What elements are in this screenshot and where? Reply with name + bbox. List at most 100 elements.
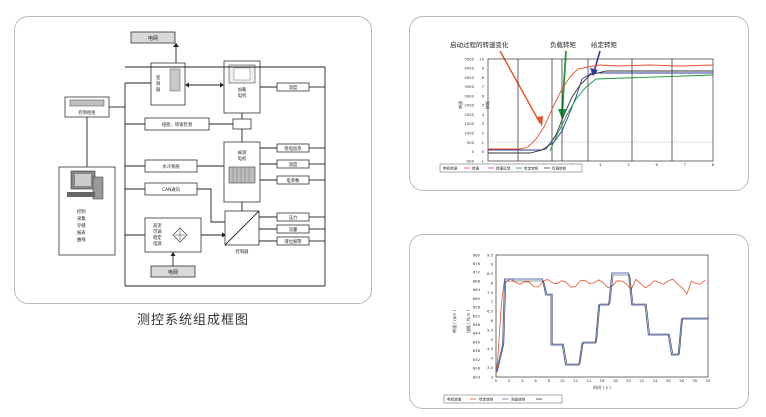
bottom-left-tick: 656 [473, 305, 481, 310]
svg-text:存储: 存储 [77, 222, 86, 229]
top-legend-item-3: 转速反馈 [496, 166, 511, 171]
svg-text:控制: 控制 [77, 208, 86, 215]
series-load-torque-line [549, 74, 714, 152]
inverter-label-1: 变 [156, 74, 161, 81]
bottom-x-tick: 22 [639, 378, 644, 383]
top-left-tick: 3500 [464, 84, 474, 89]
bottom-x-tick: 10 [560, 378, 565, 383]
bottom-x-tick: 20 [626, 378, 631, 383]
svg-text:电机: 电机 [238, 155, 247, 162]
inverter-label-3: 器 [156, 87, 161, 93]
bottom-left-tick: 636 [473, 348, 481, 353]
bottom-x-tick: 26 [666, 378, 671, 383]
torque-speed-label: 扭矩、转速检测 [162, 121, 192, 128]
top-grid [488, 59, 713, 161]
top-legend [439, 163, 583, 173]
top-legend-item-1: 电机转速 [443, 166, 458, 171]
right-mid-label-2: 温度 [289, 161, 298, 168]
right-bottom-label-2: 流量 [289, 226, 298, 233]
control-cabinet-icon [69, 99, 105, 107]
bottom-left-tick: 628 [473, 366, 481, 371]
bottom-left-tick: 624 [473, 374, 481, 379]
top-x-tick: 4 [599, 162, 602, 167]
bottom-right-tick: 5 [491, 337, 494, 342]
series-speed-line [488, 64, 714, 150]
bottom-ylabel-right: 扭矩 ( N.m ) [465, 309, 471, 333]
bottom-series-speed-line [495, 278, 706, 376]
top-right-tick: 0 [482, 149, 485, 154]
bottom-ticks: 6806766726686646606566526486446406366326… [473, 252, 711, 383]
top-right-tick: 1 [482, 140, 485, 145]
right-mid-label-1: 绕电加热 [284, 145, 302, 152]
bottom-left-tick: 672 [473, 270, 481, 275]
bottom-left-tick: 648 [473, 322, 481, 327]
bottom-legend-item-2: 给定转矩 [479, 397, 494, 402]
bottom-right-tick: 7.5 [487, 290, 494, 295]
bottom-x-tick: 28 [679, 378, 684, 383]
top-right-tick: 7 [482, 84, 485, 89]
annotation-arrow-given [593, 50, 601, 73]
top-left-tick: 3000 [464, 93, 474, 98]
bottom-x-tick: 0 [495, 378, 498, 383]
torque-sensor-box [232, 118, 252, 130]
svg-text:直流: 直流 [153, 222, 162, 229]
bottom-x-tick: 12 [573, 378, 578, 383]
bottom-left-tick: 668 [473, 278, 481, 283]
bottom-right-tick: 8 [491, 280, 494, 285]
svg-text:稳定: 稳定 [153, 234, 162, 241]
bottom-left-tick: 676 [473, 261, 481, 266]
tested-motor-icon [228, 166, 256, 184]
control-cabinet-label: 控制柜组 [78, 109, 96, 116]
right-top-temp-label: 温度 [289, 84, 298, 91]
bottom-right-tick: 5.5 [487, 327, 494, 332]
controller-label: 控制器 [236, 248, 250, 255]
inverter-icon [169, 68, 181, 92]
svg-text:可调: 可调 [153, 228, 162, 235]
right-bottom-label-3: 液位报警 [284, 238, 302, 245]
top-left-tick: 0 [472, 149, 475, 154]
bottom-plot-frame [495, 254, 709, 378]
annotation-arrow-startup [499, 50, 541, 124]
svg-text:电源: 电源 [153, 240, 162, 247]
bottom-x-tick: 14 [586, 378, 591, 383]
right-mid-label-3: 电参数 [287, 177, 301, 184]
bottom-left-tick: 664 [473, 287, 481, 292]
bottom-right-tick: 4 [491, 356, 494, 361]
bottom-left-tick: 640 [473, 339, 481, 344]
inverter-label-2: 频 [156, 80, 161, 87]
bottom-legend-item-3: 测量转矩 [511, 397, 526, 402]
bottom-legend-item-1: 电机转速 [447, 397, 462, 402]
top-ylabel-right: 转矩 [484, 101, 490, 109]
top-x-tick: 5 [627, 162, 630, 167]
bottom-right-tick: 7 [491, 299, 494, 304]
bottom-x-tick: 6 [535, 378, 538, 383]
bottom-right-tick: 6 [491, 318, 494, 323]
bottom-right-tick: 9 [491, 262, 494, 267]
bottom-right-tick: 4.5 [487, 346, 494, 351]
top-legend-item-2: 转速 [472, 166, 480, 171]
top-right-tick: 9 [482, 66, 485, 71]
bottom-x-tick: 24 [653, 378, 658, 383]
top-right-tick: 10 [479, 56, 484, 61]
top-x-tick: 6 [656, 162, 659, 167]
bottom-x-tick: 16 [600, 378, 605, 383]
top-right-tick: 3 [482, 121, 485, 126]
system-diagram-panel: 电网 变 频 器 加载 电机 温度 扭矩、转速检测 被测 电机 绕电加热 温度 … [14, 16, 372, 304]
top-x-tick: 8 [712, 162, 715, 167]
bottom-x-tick: 32 [706, 378, 711, 383]
water-cooling-label: 水冷系统 [162, 163, 180, 170]
pc-keyboard-icon [67, 192, 95, 197]
top-right-tick: 2 [482, 130, 485, 135]
bottom-x-tick: 8 [548, 378, 551, 383]
bottom-series-measured-line [496, 274, 710, 373]
top-left-tick: 4000 [464, 75, 474, 80]
annotation-given-torque: 给定转矩 [591, 40, 618, 49]
system-block-diagram: 电网 变 频 器 加载 电机 温度 扭矩、转速检测 被测 电机 绕电加热 温度 … [58, 31, 326, 287]
grid-bottom-box [150, 265, 196, 278]
bottom-xlabel: 时间 ( s ) [593, 384, 611, 391]
right-bottom-label-1: 压力 [289, 214, 298, 221]
bottom-right-tick: 3 [491, 374, 494, 379]
top-plot-frame [487, 58, 714, 162]
